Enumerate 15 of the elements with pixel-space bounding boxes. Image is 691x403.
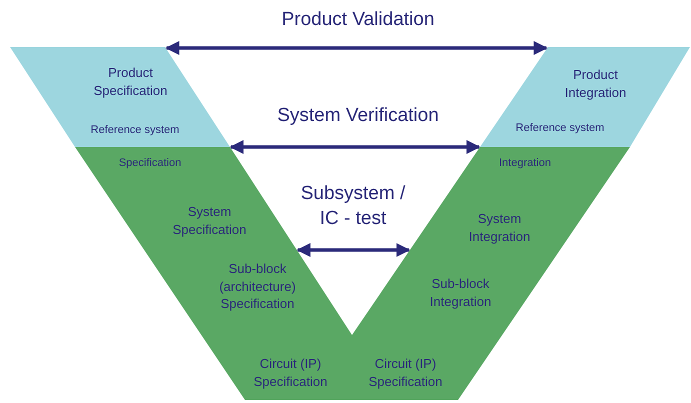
stage-label: Sub-block Integration: [428, 275, 492, 310]
double-arrow: [165, 41, 548, 55]
stage-label: Product Integration: [564, 66, 628, 102]
band-heading: Specification: [118, 156, 182, 171]
stage-label: Product Specification: [92, 64, 168, 100]
stage-label: Sub-block (architecture) Specification: [218, 260, 297, 313]
band-subtitle: Reference system: [90, 123, 180, 138]
double-arrow: [230, 140, 480, 154]
stage-label: System Specification: [172, 203, 248, 238]
stage-label: System Integration: [468, 210, 532, 246]
double-arrow: [296, 243, 410, 257]
band-subtitle: Reference system: [514, 121, 606, 136]
stage-label: Circuit (IP) Specification: [252, 355, 328, 390]
stage-label: Circuit (IP) Specification: [368, 355, 444, 390]
band-heading: Integration: [498, 156, 552, 171]
